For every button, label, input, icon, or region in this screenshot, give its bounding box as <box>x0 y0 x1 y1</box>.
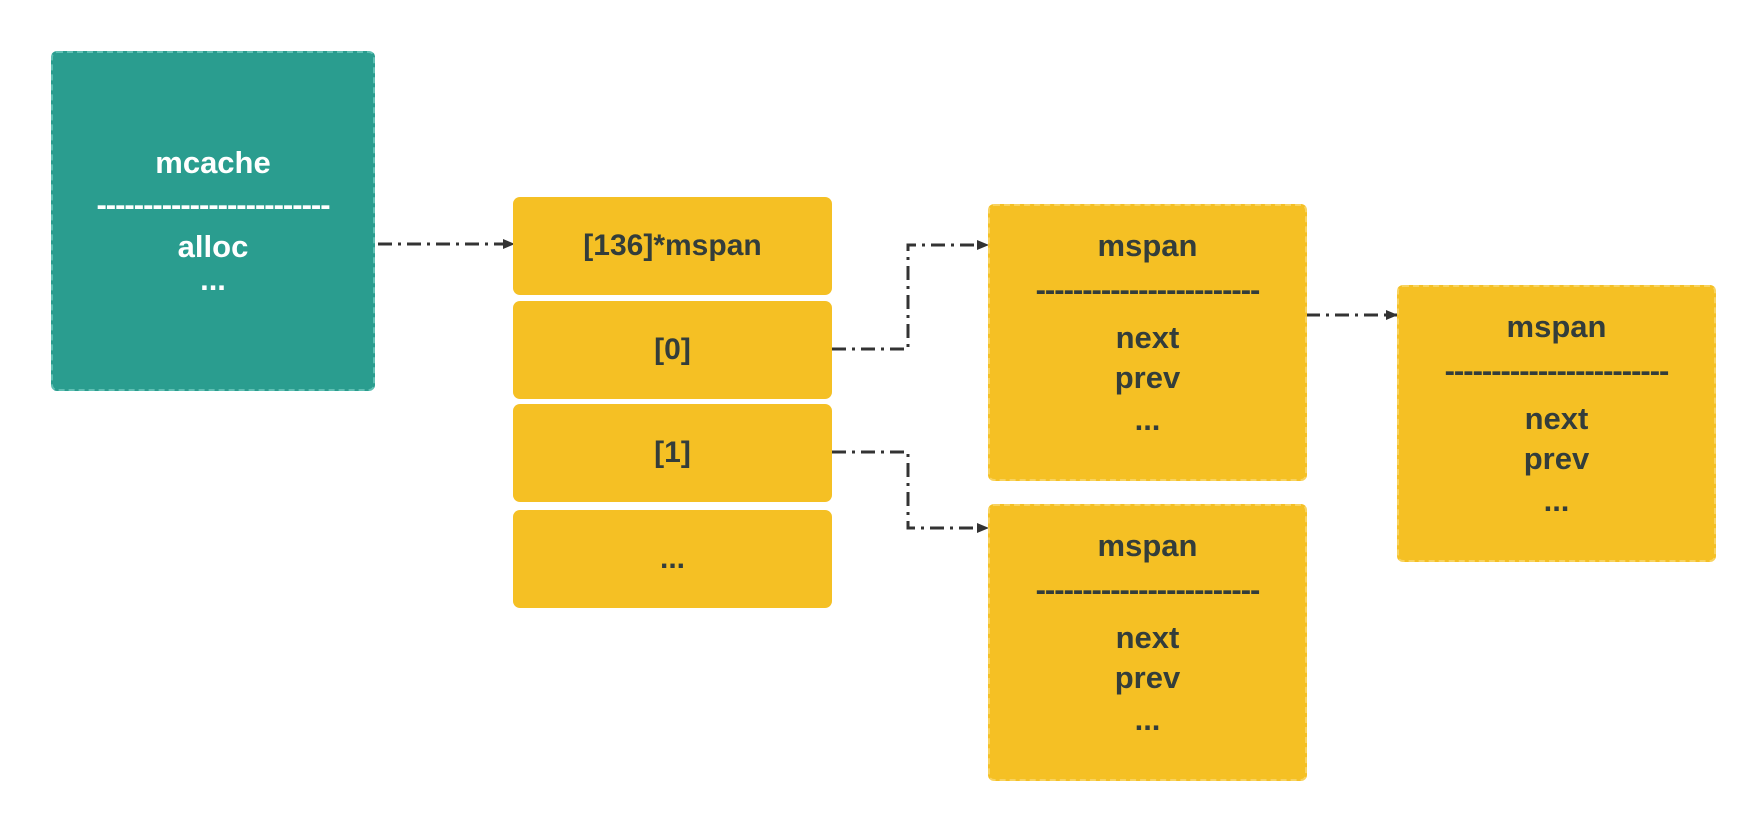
mspan-field-next: next <box>1115 620 1180 655</box>
mspan-title: mspan <box>1506 309 1607 344</box>
mspan-node-b: mspan ------------------------ next prev… <box>988 504 1307 781</box>
array-header-node: [136]*mspan <box>513 197 832 295</box>
arrow-slot1-to-mspan-b <box>832 450 989 533</box>
mcache-title: mcache <box>155 145 271 180</box>
mspan-ellipsis: ... <box>1134 402 1161 437</box>
mspan-field-prev: prev <box>1114 360 1181 395</box>
array-slot-1-label: [1] <box>654 436 691 469</box>
mspan-title: mspan <box>1097 528 1198 563</box>
mspan-ellipsis: ... <box>1543 483 1570 518</box>
array-slot-0-label: [0] <box>654 333 691 366</box>
mspan-field-prev: prev <box>1523 441 1590 476</box>
mspan-separator: ------------------------ <box>1035 572 1261 607</box>
array-slot-0: [0] <box>513 301 832 399</box>
arrow-slot0-to-mspan-a <box>832 240 989 351</box>
array-header-label: [136]*mspan <box>583 229 762 262</box>
mspan-field-prev: prev <box>1114 660 1181 695</box>
mspan-field-next: next <box>1115 320 1180 355</box>
mcache-node: mcache ------------------------- alloc .… <box>51 51 375 391</box>
mspan-ellipsis: ... <box>1134 702 1161 737</box>
mcache-field-alloc: alloc <box>177 229 249 264</box>
mcache-separator: ------------------------- <box>96 187 330 222</box>
mspan-field-next: next <box>1524 401 1589 436</box>
array-slot-1: [1] <box>513 404 832 502</box>
mspan-title: mspan <box>1097 228 1198 263</box>
array-slot-more: ... <box>513 510 832 608</box>
mspan-separator: ------------------------ <box>1035 272 1261 307</box>
mspan-node-c: mspan ------------------------ next prev… <box>1397 285 1716 562</box>
mcache-ellipsis: ... <box>200 262 226 297</box>
mspan-node-a: mspan ------------------------ next prev… <box>988 204 1307 481</box>
mspan-separator: ------------------------ <box>1444 353 1670 388</box>
array-slot-more-label: ... <box>659 542 685 575</box>
